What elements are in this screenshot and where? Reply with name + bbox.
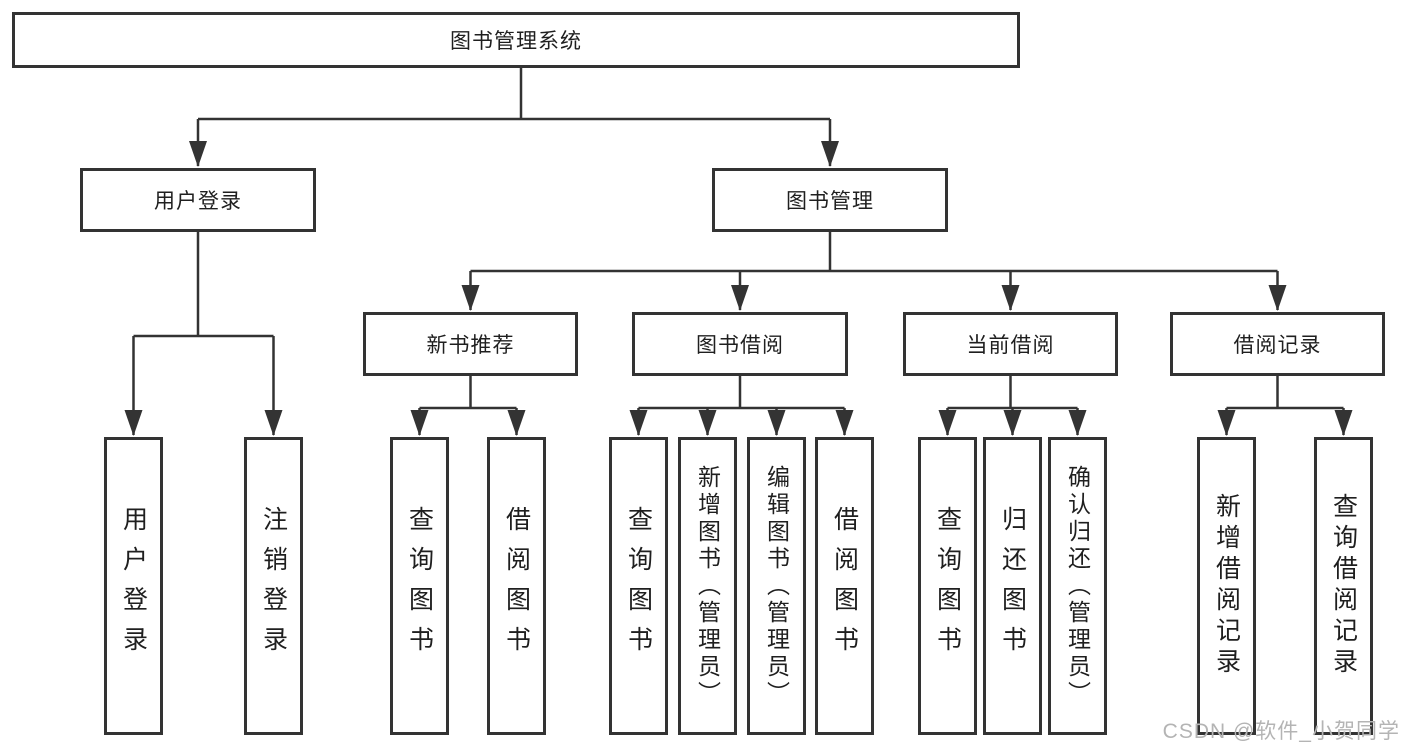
leaf-borrow-books: 借阅图书 bbox=[487, 437, 546, 735]
leaf-label: 新增借阅记录 bbox=[1212, 493, 1241, 679]
leaf-label: 查询图书 bbox=[405, 506, 434, 666]
leaf-query-books: 查询图书 bbox=[609, 437, 668, 735]
leaf-label: 查询图书 bbox=[933, 506, 962, 666]
leaf-label: 注销登录 bbox=[259, 506, 288, 666]
node-label: 图书管理系统 bbox=[450, 30, 582, 53]
leaf-user-login: 用户登录 bbox=[104, 437, 163, 735]
leaf-label: 用户登录 bbox=[119, 506, 148, 666]
leaf-query-books: 查询图书 bbox=[390, 437, 449, 735]
node-new-book-recommendation: 新书推荐 bbox=[363, 312, 578, 376]
leaf-confirm-return-admin: 确认归还（管理员） bbox=[1048, 437, 1107, 735]
node-borrowing-records: 借阅记录 bbox=[1170, 312, 1385, 376]
leaf-edit-books-admin: 编辑图书（管理员） bbox=[747, 437, 806, 735]
leaf-label: 归还图书 bbox=[998, 506, 1027, 666]
node-label: 借阅记录 bbox=[1233, 334, 1322, 357]
leaf-label: 编辑图书（管理员） bbox=[763, 464, 790, 708]
leaf-label: 借阅图书 bbox=[502, 506, 531, 666]
leaf-query-books: 查询图书 bbox=[918, 437, 977, 735]
leaf-return-books: 归还图书 bbox=[983, 437, 1042, 735]
node-label: 新书推荐 bbox=[426, 334, 515, 357]
node-book-borrowing: 图书借阅 bbox=[632, 312, 848, 376]
leaf-add-borrow-record: 新增借阅记录 bbox=[1197, 437, 1256, 735]
leaf-logout: 注销登录 bbox=[244, 437, 303, 735]
node-library-management-system: 图书管理系统 bbox=[12, 12, 1020, 68]
leaf-query-borrow-record: 查询借阅记录 bbox=[1314, 437, 1373, 735]
node-book-management: 图书管理 bbox=[712, 168, 948, 232]
node-label: 图书借阅 bbox=[696, 334, 784, 357]
node-label: 图书管理 bbox=[786, 190, 874, 213]
leaf-label: 确认归还（管理员） bbox=[1064, 464, 1091, 708]
leaf-label: 借阅图书 bbox=[830, 506, 859, 666]
leaf-label: 查询借阅记录 bbox=[1329, 493, 1358, 679]
node-label: 当前借阅 bbox=[966, 334, 1055, 357]
leaf-borrow-books: 借阅图书 bbox=[815, 437, 874, 735]
leaf-add-books-admin: 新增图书（管理员） bbox=[678, 437, 737, 735]
node-label: 用户登录 bbox=[154, 190, 242, 213]
node-current-borrowing: 当前借阅 bbox=[903, 312, 1118, 376]
leaf-label: 查询图书 bbox=[624, 506, 653, 666]
csdn-watermark: CSDN @软件_小贺同学 bbox=[1162, 720, 1400, 743]
leaf-label: 新增图书（管理员） bbox=[694, 464, 721, 708]
node-user-login: 用户登录 bbox=[80, 168, 316, 232]
